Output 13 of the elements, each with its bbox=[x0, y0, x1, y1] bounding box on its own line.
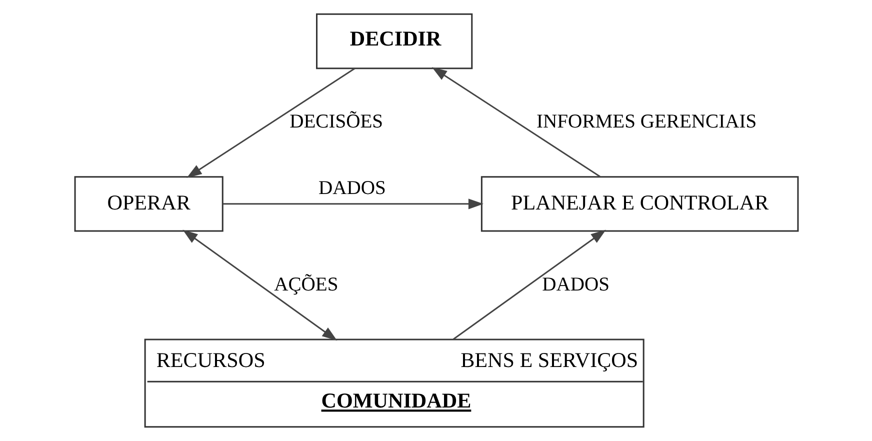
edge-label: AÇÕES bbox=[274, 274, 338, 296]
arrow bbox=[222, 198, 484, 210]
arrow bbox=[431, 67, 600, 178]
arrow bbox=[182, 230, 337, 341]
node-box: OPERAR bbox=[74, 176, 223, 232]
arrow bbox=[452, 230, 606, 340]
edge-label: INFORMES GERENCIAIS bbox=[536, 112, 756, 133]
arrow bbox=[186, 68, 355, 178]
node-box: DECIDIR bbox=[316, 13, 472, 70]
edge-label: DECISÕES bbox=[289, 112, 383, 133]
edge-label: DADOS bbox=[318, 178, 386, 199]
node-box: PLANEJAR E CONTROLAR bbox=[480, 176, 798, 232]
edge-label: DADOS bbox=[542, 274, 610, 296]
